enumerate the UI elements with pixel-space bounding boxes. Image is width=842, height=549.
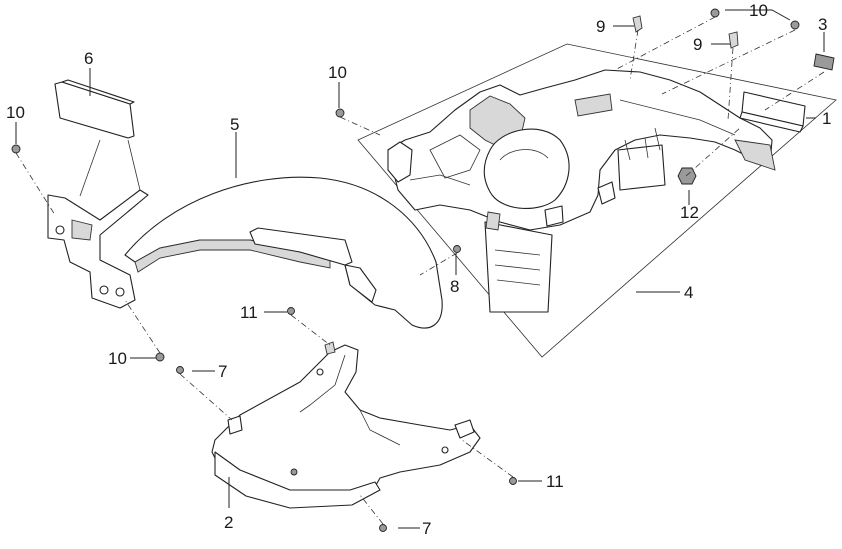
screw-part-8 — [453, 245, 461, 253]
callout-4: 4 — [684, 283, 693, 302]
callout-8: 8 — [450, 277, 459, 296]
clip-part-9-b — [728, 31, 739, 49]
callout-9-left: 9 — [596, 17, 605, 36]
callout-10-center: 10 — [328, 63, 347, 82]
bolt-part-10-top — [710, 8, 720, 18]
clip-part-9-a — [632, 15, 643, 33]
callout-6: 6 — [84, 49, 93, 68]
callout-3: 3 — [818, 15, 827, 34]
callout-7-bottom: 7 — [422, 519, 431, 538]
bolt-part-10-right — [790, 20, 800, 30]
callout-1: 1 — [822, 109, 831, 128]
leader-lines — [15, 9, 825, 529]
screw-part-11-bottom — [509, 477, 517, 485]
screw-part-7-top — [176, 366, 184, 374]
callout-9-right: 9 — [693, 35, 702, 54]
bolt-part-10-left-bottom — [155, 352, 165, 362]
callout-11-bottom: 11 — [546, 472, 564, 491]
bolt-part-10-left-top — [11, 144, 21, 154]
callout-12: 12 — [680, 203, 699, 222]
callout-11-top: 11 — [240, 303, 258, 322]
callout-10-top: 10 — [749, 1, 768, 20]
inner-fender-group-boundary — [357, 43, 837, 358]
callout-7-top: 7 — [218, 362, 227, 381]
bracket-part-6 — [54, 79, 135, 139]
splash-guard-part-2 — [211, 341, 481, 509]
callout-5: 5 — [230, 115, 239, 134]
mud-flap — [484, 211, 553, 313]
lens-part-3 — [813, 53, 835, 71]
rear-fender-part-5 — [124, 176, 443, 329]
callout-10-left: 10 — [6, 103, 25, 122]
screw-part-11-top — [287, 307, 295, 315]
reflector-part-1 — [739, 91, 806, 133]
callout-2: 2 — [224, 513, 233, 532]
inner-fender-assembly — [387, 69, 776, 231]
bolt-part-10-center — [335, 108, 345, 118]
screw-part-7-bottom — [379, 524, 387, 532]
nut-part-12 — [677, 167, 697, 185]
side-bracket-left — [47, 139, 149, 309]
callout-10-bottom: 10 — [108, 349, 127, 368]
